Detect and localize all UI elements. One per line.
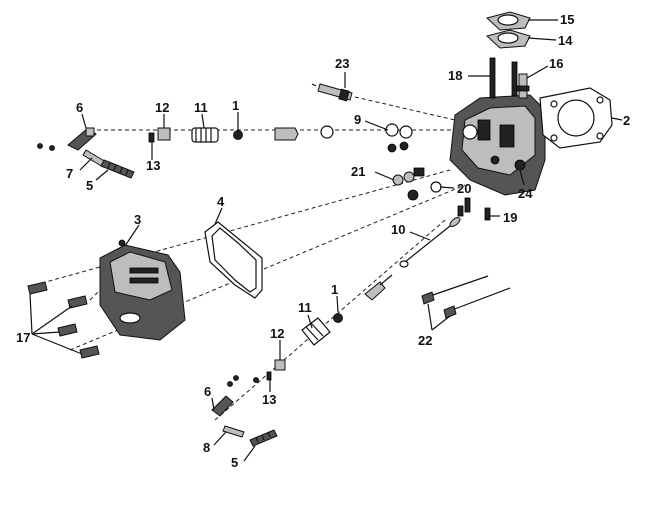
cover-gasket xyxy=(204,221,263,299)
callout-5-upper: 5 xyxy=(86,178,93,193)
callout-labels: 1 1 2 3 4 5 5 6 6 7 8 9 10 11 11 12 12 1… xyxy=(16,12,630,470)
fitting xyxy=(516,73,530,99)
callout-16: 16 xyxy=(549,56,563,71)
spark-plug xyxy=(311,83,353,102)
callout-6-lower: 6 xyxy=(204,384,211,399)
callout-4: 4 xyxy=(217,194,225,209)
callout-2: 2 xyxy=(623,113,630,128)
callout-19: 19 xyxy=(503,210,517,225)
callout-11-upper: 11 xyxy=(194,100,208,115)
callout-9: 9 xyxy=(354,112,361,127)
callout-13-lower: 13 xyxy=(262,392,276,407)
callout-23: 23 xyxy=(335,56,349,71)
callout-11-lower: 11 xyxy=(298,300,312,315)
leader-lines xyxy=(29,19,623,462)
callout-7: 7 xyxy=(66,166,73,181)
head-cover xyxy=(99,239,186,341)
head-gasket xyxy=(539,87,613,149)
callout-17: 17 xyxy=(16,330,30,345)
upper-valve-train xyxy=(37,123,413,179)
callout-12-upper: 12 xyxy=(155,100,169,115)
callout-5-lower: 5 xyxy=(231,455,238,470)
callout-1-upper: 1 xyxy=(232,98,239,113)
callout-12-lower: 12 xyxy=(270,326,284,341)
callout-24: 24 xyxy=(518,186,533,201)
intake-gaskets xyxy=(485,11,531,49)
callout-13-upper: 13 xyxy=(146,158,160,173)
callout-14: 14 xyxy=(558,33,573,48)
long-bolts xyxy=(421,275,511,319)
callout-1-lower: 1 xyxy=(331,282,338,297)
callout-3: 3 xyxy=(134,212,141,227)
cylinder-head xyxy=(449,94,546,196)
callout-6-upper: 6 xyxy=(76,100,83,115)
callout-22: 22 xyxy=(418,333,432,348)
cover-bolts xyxy=(27,281,100,359)
nuts-and-washers xyxy=(392,167,442,201)
lower-valve-train xyxy=(211,274,393,447)
callout-10: 10 xyxy=(391,222,405,237)
callout-21: 21 xyxy=(351,164,365,179)
callout-8: 8 xyxy=(203,440,210,455)
callout-18: 18 xyxy=(448,68,462,83)
callout-15: 15 xyxy=(560,12,574,27)
valve-and-dowels xyxy=(399,197,491,268)
studs xyxy=(489,57,518,99)
callout-20: 20 xyxy=(457,181,471,196)
